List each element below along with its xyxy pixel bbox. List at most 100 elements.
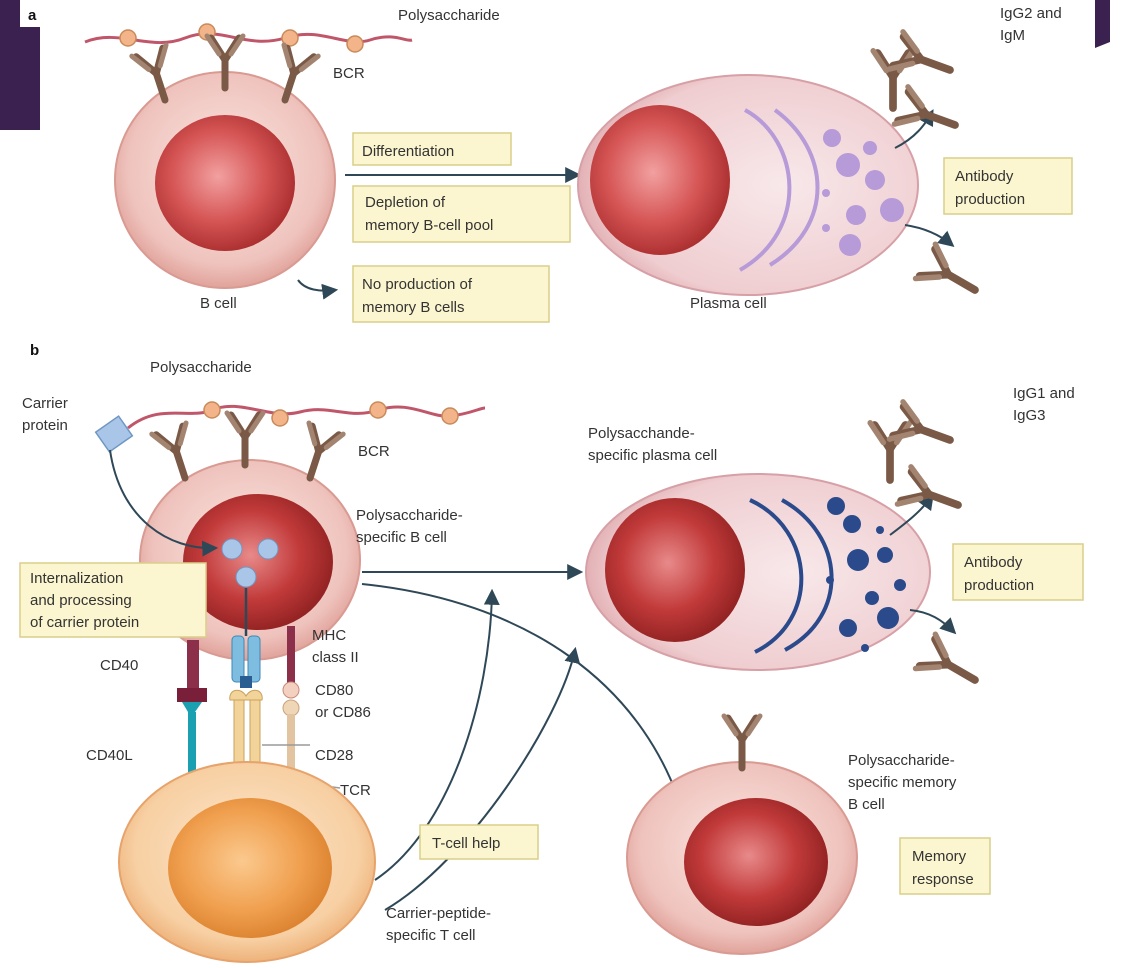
granule	[876, 526, 884, 534]
plasma-cell-a-nucleus	[590, 105, 730, 255]
granule	[861, 644, 869, 652]
granule	[863, 141, 877, 155]
sugar-bead	[204, 402, 220, 418]
depletion-line-2: memory B-cell pool	[365, 217, 493, 234]
memory-b-cell-nucleus	[684, 798, 828, 926]
memory-response-line-1: Memory	[912, 848, 967, 865]
granule	[877, 547, 893, 563]
cd80-label-1: CD80	[315, 682, 353, 699]
panel-b-bcr-label: BCR	[358, 443, 390, 460]
granule	[822, 189, 830, 197]
slide-accent-corner	[1095, 0, 1110, 48]
panel-b-plasma-label-2: specific plasma cell	[588, 447, 717, 464]
granule	[877, 607, 899, 629]
sugar-bead	[120, 30, 136, 46]
granule	[846, 205, 866, 225]
panel-b-ig-label-1: IgG1 and	[1013, 385, 1075, 402]
sugar-bead	[370, 402, 386, 418]
mhc-label-1: MHC	[312, 627, 346, 644]
cd40-label: CD40	[100, 657, 138, 674]
cd40-cd40l-pair	[177, 640, 207, 778]
slide-content-area-top	[20, 0, 1095, 27]
panel-a-ig-label-1: IgG2 and	[1000, 5, 1062, 22]
bcr-antibody	[724, 716, 760, 768]
t-cell-nucleus	[168, 798, 332, 938]
granule	[839, 234, 861, 256]
granule	[865, 170, 885, 190]
secreted-antibody	[916, 634, 985, 697]
secretion-arrow	[905, 225, 952, 245]
no-production-line-1: No production of	[362, 276, 473, 293]
internalization-line-2: and processing	[30, 592, 132, 609]
secreted-antibody	[897, 467, 964, 524]
cd40l-label: CD40L	[86, 747, 133, 764]
internalization-line-1: Internalization	[30, 570, 123, 587]
no-memory-arrow-a	[298, 280, 335, 291]
carrier-protein-label-1: Carrier	[22, 395, 68, 412]
antibody-production-b-line-2: production	[964, 577, 1034, 594]
bcr-antibody	[227, 413, 263, 465]
granule	[836, 153, 860, 177]
plasma-cell-b-nucleus	[605, 498, 745, 642]
carrier-protein-label-2: protein	[22, 417, 68, 434]
panel-b-ig-label-2: IgG3	[1013, 407, 1046, 424]
carrier-protein-shape	[96, 416, 133, 452]
depletion-line-1: Depletion of	[365, 194, 446, 211]
memory-response-box: Memory response	[900, 838, 990, 894]
t-cell-help-text: T-cell help	[432, 835, 500, 852]
granule	[827, 497, 845, 515]
differentiation-text: Differentiation	[362, 143, 454, 160]
panel-a-ig-label-2: IgM	[1000, 27, 1025, 44]
granule	[843, 515, 861, 533]
granule	[839, 619, 857, 637]
no-production-line-2: memory B cells	[362, 299, 465, 316]
t-cell-label-1: Carrier-peptide-	[386, 905, 491, 922]
t-cell-help-box: T-cell help	[420, 825, 538, 859]
memory-label-3: B cell	[848, 796, 885, 813]
sugar-bead	[442, 408, 458, 424]
b-cell-a-nucleus	[155, 115, 295, 251]
mhc-label-2: class II	[312, 649, 359, 666]
sugar-bead	[347, 36, 363, 52]
granule	[847, 549, 869, 571]
panel-a-bcr-label: BCR	[333, 65, 365, 82]
memory-response-line-2: response	[912, 871, 974, 888]
panel-a-polysaccharide-label: Polysaccharide	[398, 7, 500, 24]
granule	[822, 224, 830, 232]
cd80-label-2: or CD86	[315, 704, 371, 721]
sugar-bead	[272, 410, 288, 426]
memory-label-1: Polysaccharide-	[848, 752, 955, 769]
panel-a-b-cell-label: B cell	[200, 295, 237, 312]
internalization-box: Internalization and processing of carrie…	[20, 563, 206, 637]
secreted-antibody	[894, 87, 961, 144]
antibody-production-b-line-1: Antibody	[964, 554, 1023, 571]
panel-b-letter: b	[30, 342, 39, 359]
panel-a-letter: a	[28, 7, 37, 24]
vesicle	[236, 567, 256, 587]
panel-b-b-cell-label-2: specific B cell	[356, 529, 447, 546]
granule	[894, 579, 906, 591]
antibody-production-a-line-2: production	[955, 191, 1025, 208]
panel-b-polysaccharide-label: Polysaccharide	[150, 359, 252, 376]
granule	[880, 198, 904, 222]
panel-b-plasma-label-1: Polysacchande-	[588, 425, 695, 442]
antibody-production-box-b: Antibody production	[953, 544, 1083, 600]
antibody-production-box-a: Antibody production	[944, 158, 1072, 214]
granule	[823, 129, 841, 147]
memory-label-2: specific memory	[848, 774, 957, 791]
internalization-line-3: of carrier protein	[30, 614, 139, 631]
t-cell-label-2: specific T cell	[386, 927, 475, 944]
granule	[865, 591, 879, 605]
differentiation-box: Differentiation	[353, 133, 511, 165]
no-production-box: No production of memory B cells	[353, 266, 549, 322]
granule	[826, 576, 834, 584]
secreted-antibody	[916, 244, 985, 307]
cd28-label: CD28	[315, 747, 353, 764]
vesicle	[222, 539, 242, 559]
vesicle	[258, 539, 278, 559]
depletion-box: Depletion of memory B-cell pool	[353, 186, 570, 242]
panel-a-plasma-cell-label: Plasma cell	[690, 295, 767, 312]
secretion-arrow	[910, 610, 954, 632]
